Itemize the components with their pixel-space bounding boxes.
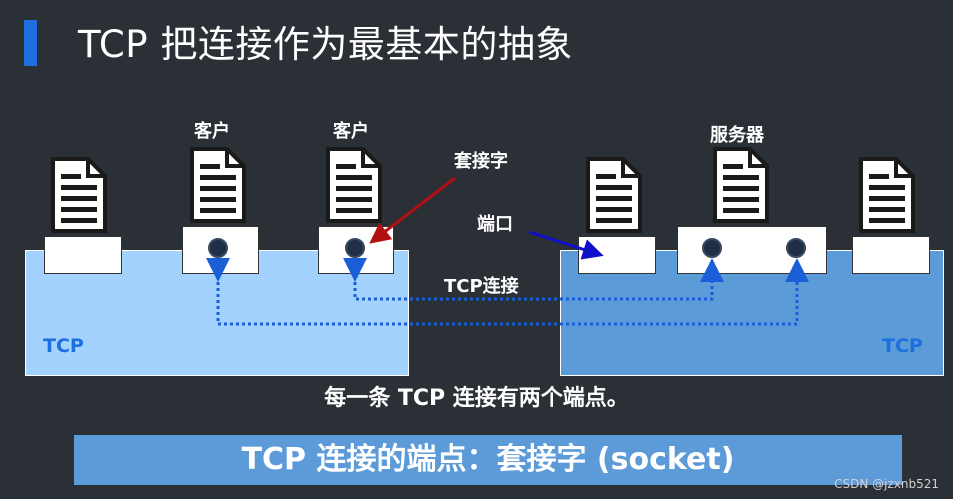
page-title: TCP 把连接作为最基本的抽象 bbox=[78, 23, 573, 66]
socket-label: 套接字 bbox=[454, 151, 508, 172]
document-icon bbox=[859, 157, 915, 233]
server-label: 服务器 bbox=[710, 125, 764, 146]
document-icon bbox=[51, 157, 107, 233]
document-icon bbox=[586, 157, 642, 233]
tcp-connection-line-1 bbox=[343, 258, 724, 301]
port-server-2 bbox=[786, 238, 806, 258]
document-icon bbox=[326, 147, 382, 223]
document-icon bbox=[713, 147, 769, 223]
app-tab-6 bbox=[852, 236, 930, 274]
tcp-connection-label: TCP连接 bbox=[444, 276, 519, 297]
port-label: 端口 bbox=[477, 214, 513, 235]
port-arrow bbox=[528, 230, 604, 260]
summary-banner: TCP 连接的端点：套接字 (socket) bbox=[74, 435, 902, 485]
tcp-label-left: TCP bbox=[43, 335, 84, 357]
port-server-1 bbox=[702, 238, 722, 258]
caption: 每一条 TCP 连接有两个端点。 bbox=[324, 386, 629, 411]
port-client-2 bbox=[345, 238, 365, 258]
tcp-label-right: TCP bbox=[882, 335, 923, 357]
socket-arrow bbox=[369, 176, 456, 244]
title-accent-bar bbox=[24, 20, 37, 66]
port-client-1 bbox=[208, 238, 228, 258]
client-label-1: 客户 bbox=[194, 121, 230, 142]
document-icon bbox=[190, 147, 246, 223]
tcp-connection-line-2 bbox=[206, 258, 809, 326]
app-tab-1 bbox=[44, 236, 122, 274]
watermark: CSDN @jzxnb521 bbox=[834, 477, 939, 491]
client-label-2: 客户 bbox=[333, 121, 369, 142]
